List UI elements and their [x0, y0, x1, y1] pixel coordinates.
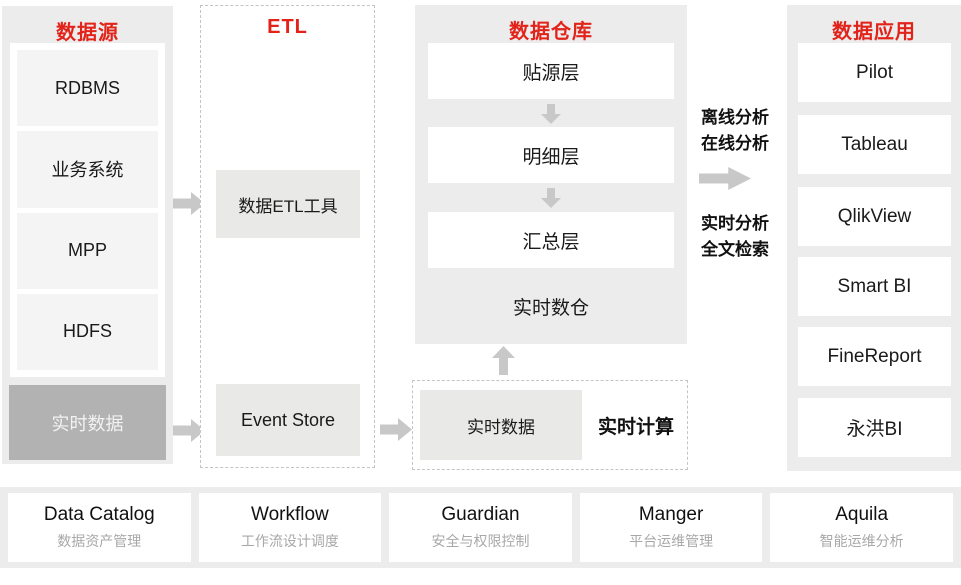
- warehouse-layer-summary: 汇总层: [428, 212, 674, 268]
- service-name: Workflow: [251, 504, 329, 525]
- service-desc: 安全与权限控制: [431, 533, 530, 549]
- event-store-box: Event Store: [216, 384, 360, 456]
- etl-title: ETL: [267, 16, 308, 38]
- warehouse-layer-detail: 明细层: [428, 127, 674, 183]
- annotation-online-analysis: 在线分析: [701, 133, 769, 153]
- service-manger: Manger 平台运维管理: [579, 493, 763, 562]
- sources-panel: 数据源 RDBMS 业务系统 MPP HDFS 实时数据: [2, 6, 173, 464]
- service-desc: 数据资产管理: [57, 533, 142, 549]
- warehouse-panel: 数据仓库 贴源层 明细层 汇总层 实时数仓: [415, 5, 687, 344]
- service-name: Manger: [638, 504, 704, 525]
- source-item-mpp: MPP: [17, 212, 158, 289]
- etl-panel: ETL 数据ETL工具 Event Store: [200, 5, 375, 468]
- source-item-business-system: 业务系统: [17, 131, 158, 208]
- arrow-down-icon: [541, 188, 561, 208]
- arrow-right-icon: [699, 167, 751, 190]
- platform-services-bar: Data Catalog 数据资产管理 Workflow 工作流设计调度 Gua…: [0, 487, 961, 568]
- app-item-qlikview: QlikView: [798, 187, 951, 246]
- apps-panel: 数据应用 Pilot Tableau QlikView Smart BI Fin…: [787, 5, 961, 471]
- warehouse-layer-ods: 贴源层: [428, 43, 674, 99]
- annotation-offline-analysis: 离线分析: [701, 108, 769, 127]
- analysis-annotation-bottom: 实时分析 全文检索: [696, 211, 774, 262]
- service-desc: 平台运维管理: [629, 533, 714, 549]
- arrow-right-icon: [380, 418, 412, 441]
- arrow-right-icon: [173, 419, 205, 442]
- arrow-up-icon: [492, 346, 515, 375]
- annotation-realtime-analysis: 实时分析: [701, 214, 769, 233]
- service-data-catalog: Data Catalog 数据资产管理: [8, 493, 191, 562]
- app-item-yonghong-bi: 永洪BI: [798, 398, 951, 457]
- annotation-fulltext-search: 全文检索: [701, 239, 769, 259]
- service-name: Aquila: [835, 504, 889, 525]
- sources-list: RDBMS 业务系统 MPP HDFS: [10, 43, 165, 377]
- service-name: Data Catalog: [43, 504, 155, 525]
- service-name: Guardian: [441, 504, 520, 525]
- app-item-tableau: Tableau: [798, 115, 951, 174]
- realtime-compute-label: 实时计算: [597, 416, 674, 438]
- etl-tool-box: 数据ETL工具: [216, 170, 360, 238]
- source-item-realtime-data: 实时数据: [9, 385, 166, 460]
- arrow-right-icon: [173, 192, 205, 215]
- app-item-pilot: Pilot: [798, 43, 951, 102]
- analysis-annotation-top: 离线分析 在线分析: [696, 105, 774, 156]
- app-item-finereport: FineReport: [798, 327, 951, 386]
- source-item-hdfs: HDFS: [17, 293, 158, 370]
- service-guardian: Guardian 安全与权限控制: [389, 493, 572, 562]
- source-item-rdbms: RDBMS: [17, 50, 158, 127]
- realtime-compute-panel: 实时数据 实时计算: [412, 380, 688, 470]
- realtime-data-box: 实时数据: [420, 390, 582, 460]
- service-desc: 工作流设计调度: [240, 533, 339, 549]
- app-item-smart-bi: Smart BI: [798, 257, 951, 316]
- sources-title: 数据源: [56, 22, 119, 44]
- warehouse-title: 数据仓库: [509, 21, 593, 43]
- warehouse-realtime-label: 实时数仓: [512, 298, 589, 319]
- service-aquila: Aquila 智能运维分析: [770, 493, 953, 562]
- arrow-down-icon: [541, 104, 561, 124]
- apps-title: 数据应用: [832, 21, 916, 43]
- service-workflow: Workflow 工作流设计调度: [198, 493, 382, 562]
- service-desc: 智能运维分析: [819, 533, 904, 549]
